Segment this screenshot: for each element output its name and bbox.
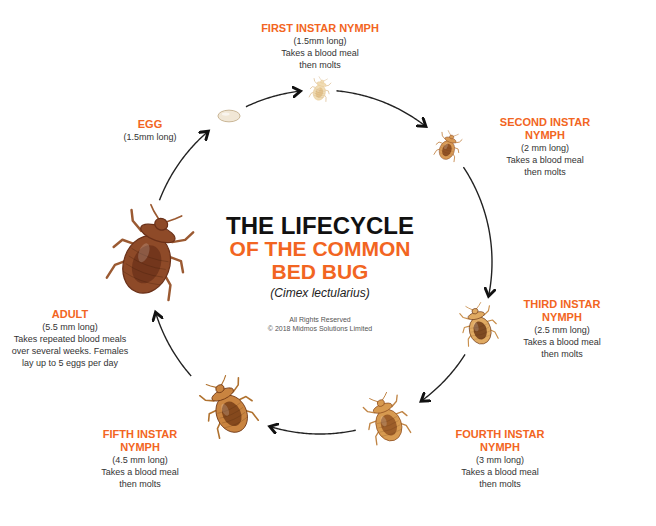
lifecycle-stage: FIRST INSTAR NYMPH(1.5mm long)Takes a bl… xyxy=(308,77,332,103)
stage-description: Takes a blood meal then molts xyxy=(275,47,365,71)
stage-size: (5.5 mm long) xyxy=(6,321,134,333)
stage-size: (1.5mm long) xyxy=(105,131,195,143)
stage-heading: FIRST INSTAR NYMPH xyxy=(245,22,395,35)
stage-size: (1.5mm long) xyxy=(275,35,365,47)
stage-description: Takes repeated blood meals over several … xyxy=(6,333,134,369)
stage-heading: THIRD INSTAR NYMPH xyxy=(512,298,612,324)
stage-description: Takes a blood meal then molts xyxy=(454,466,546,490)
bed-bug-illustration xyxy=(459,303,499,349)
stage-size: (2.5 mm long) xyxy=(516,324,608,336)
cycle-arrow xyxy=(246,91,301,107)
diagram-title: THE LIFECYCLE OF THE COMMON BED BUG xyxy=(224,214,417,283)
lifecycle-stage: EGG(1.5mm long) xyxy=(216,108,242,124)
stage-size: (2 mm long) xyxy=(499,142,591,154)
stage-description: Takes a blood meal then molts xyxy=(516,336,608,360)
stage-heading: ADULT xyxy=(3,308,137,321)
egg-illustration xyxy=(216,108,242,124)
cycle-arrow xyxy=(421,354,465,401)
cycle-arrow xyxy=(463,167,492,296)
copyright-note: © 2018 Midmos Solutions Limited xyxy=(170,324,470,333)
cycle-arrow xyxy=(156,312,192,376)
stage-description: Takes a blood meal then molts xyxy=(94,466,186,490)
cycle-arrow xyxy=(336,91,425,127)
cycle-arrow xyxy=(270,426,356,434)
stage-description: Takes a blood meal then molts xyxy=(499,154,591,178)
stage-label: SECOND INSTAR NYMPH(2 mm long)Takes a bl… xyxy=(485,116,605,178)
lifecycle-stage: FOURTH INSTAR NYMPH(3 mm long)Takes a bl… xyxy=(361,393,413,447)
stage-heading: EGG xyxy=(105,118,195,131)
stage-size: (4.5 mm long) xyxy=(94,454,186,466)
bed-bug-illustration xyxy=(361,393,413,447)
copyright-note: All Rights Reserved xyxy=(170,315,470,324)
stage-label: THIRD INSTAR NYMPH(2.5 mm long)Takes a b… xyxy=(502,298,622,360)
stage-label: ADULT(5.5 mm long)Takes repeated blood m… xyxy=(3,308,137,369)
bed-bug-illustration xyxy=(196,376,262,440)
bed-bug-illustration xyxy=(434,131,462,163)
stage-heading: SECOND INSTAR NYMPH xyxy=(495,116,595,142)
stage-heading: FOURTH INSTAR NYMPH xyxy=(447,428,552,454)
stage-label: FIRST INSTAR NYMPH(1.5mm long)Takes a bl… xyxy=(245,22,395,71)
lifecycle-stage: ADULT(5.5 mm long)Takes repeated blood m… xyxy=(109,205,191,305)
lifecycle-stage: SECOND INSTAR NYMPH(2 mm long)Takes a bl… xyxy=(434,131,462,163)
stage-label: FOURTH INSTAR NYMPH(3 mm long)Takes a bl… xyxy=(440,428,560,490)
lifecycle-stage: FIFTH INSTAR NYMPH(4.5 mm long)Takes a b… xyxy=(196,376,262,440)
stage-heading: FIFTH INSTAR NYMPH xyxy=(88,428,193,454)
stage-size: (3 mm long) xyxy=(454,454,546,466)
stage-label: FIFTH INSTAR NYMPH(4.5 mm long)Takes a b… xyxy=(80,428,200,490)
species-name: (Cimex lectularius) xyxy=(170,286,470,301)
stage-label: EGG(1.5mm long) xyxy=(105,118,195,143)
lifecycle-stage: THIRD INSTAR NYMPH(2.5 mm long)Takes a b… xyxy=(459,303,499,349)
center-heading: THE LIFECYCLE OF THE COMMON BED BUG (Cime… xyxy=(170,214,470,333)
bed-bug-illustration xyxy=(308,77,332,103)
bed-bug-illustration xyxy=(109,205,191,305)
